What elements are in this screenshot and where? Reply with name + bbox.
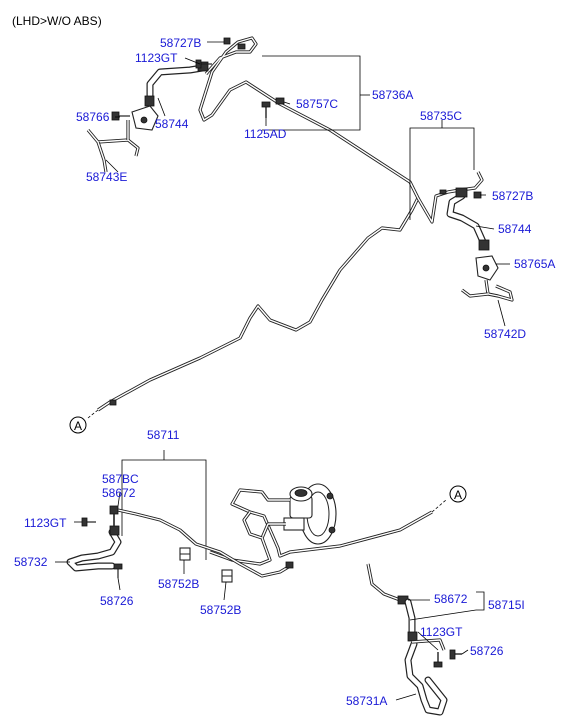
label-58727b-top: 58727B: [160, 36, 201, 50]
rear-right-hose-assembly: [446, 187, 514, 302]
hose-fitting: [407, 631, 418, 642]
pipe-clip: [237, 43, 246, 50]
label-587bc: 587BC: [102, 472, 139, 486]
pipe-clip: [109, 399, 117, 406]
connector-a-right-circle: [449, 485, 467, 503]
label-58742d: 58742D: [484, 327, 526, 341]
connector-a-left: A: [74, 419, 82, 433]
front-left-sensor-assembly: [66, 505, 123, 578]
pipe-continuation-dash: [87, 409, 99, 419]
label-58735c: 58735C: [420, 109, 462, 123]
hose-fitting: [478, 239, 490, 251]
clip-58727b-right: [473, 191, 482, 199]
label-1123gt-right: 1123GT: [420, 625, 463, 639]
clip-58752b-2: [221, 569, 233, 583]
front-brake-pipe-58711: [117, 508, 294, 578]
bolt-1125ad: [261, 101, 271, 118]
rear-right-sensor-assembly: [366, 563, 462, 716]
label-58744-left: 58744: [155, 117, 189, 131]
label-58727b-right: 58727B: [492, 189, 533, 203]
bolt-1123gt-right: [433, 661, 443, 668]
clip-58752b-1: [179, 547, 191, 561]
pipe-continuation-dash-right: [431, 499, 447, 513]
clip-58757c: [275, 97, 285, 105]
connector-a-left-circle: [69, 416, 87, 434]
label-58736a: 58736A: [372, 88, 413, 102]
diagram-header: (LHD>W/O ABS): [12, 14, 102, 28]
hose-fitting: [109, 525, 120, 536]
label-58743e: 58743E: [86, 170, 127, 184]
label-58757c: 58757C: [296, 97, 338, 111]
leaders-top: [105, 41, 510, 327]
connector-a-right: A: [454, 488, 462, 502]
label-58726-left: 58726: [100, 594, 134, 608]
clip-58727b-top: [223, 37, 231, 45]
label-58726-right: 58726: [470, 644, 504, 658]
label-1123gt-left: 1123GT: [24, 516, 67, 530]
label-58752b-1: 58752B: [158, 577, 199, 591]
bolt-58726-right: [449, 649, 456, 660]
hose-fitting: [109, 505, 119, 515]
leaders-bottom: [55, 491, 485, 701]
label-58752b-2: 58752B: [200, 603, 241, 617]
label-58744-right: 58744: [498, 222, 532, 236]
label-58715i: 58715I: [488, 598, 525, 612]
master-cylinder-booster: [283, 483, 337, 545]
bolt-58726-left: [113, 563, 123, 570]
label-58731a: 58731A: [346, 694, 387, 708]
label-58765a: 58765A: [514, 257, 555, 271]
bolt-58766: [111, 111, 130, 121]
label-1125ad: 1125AD: [244, 127, 287, 141]
label-58711: 58711: [147, 428, 180, 442]
label-58672-left: 58672: [102, 486, 136, 500]
label-58766: 58766: [76, 110, 110, 124]
label-1123gt-top: 1123GT: [135, 51, 178, 65]
hose-fitting: [455, 187, 468, 198]
main-brake-pipe: [97, 36, 484, 412]
front-left-hose-assembly: [86, 61, 209, 173]
pipe-fitting: [285, 561, 294, 569]
bolt-1123gt-left: [81, 517, 88, 527]
label-58732: 58732: [14, 555, 48, 569]
hose-fitting: [144, 95, 155, 107]
label-58672-right: 58672: [434, 592, 468, 606]
bolt-1123gt-top: [195, 59, 212, 69]
pipe-clip: [439, 189, 447, 195]
